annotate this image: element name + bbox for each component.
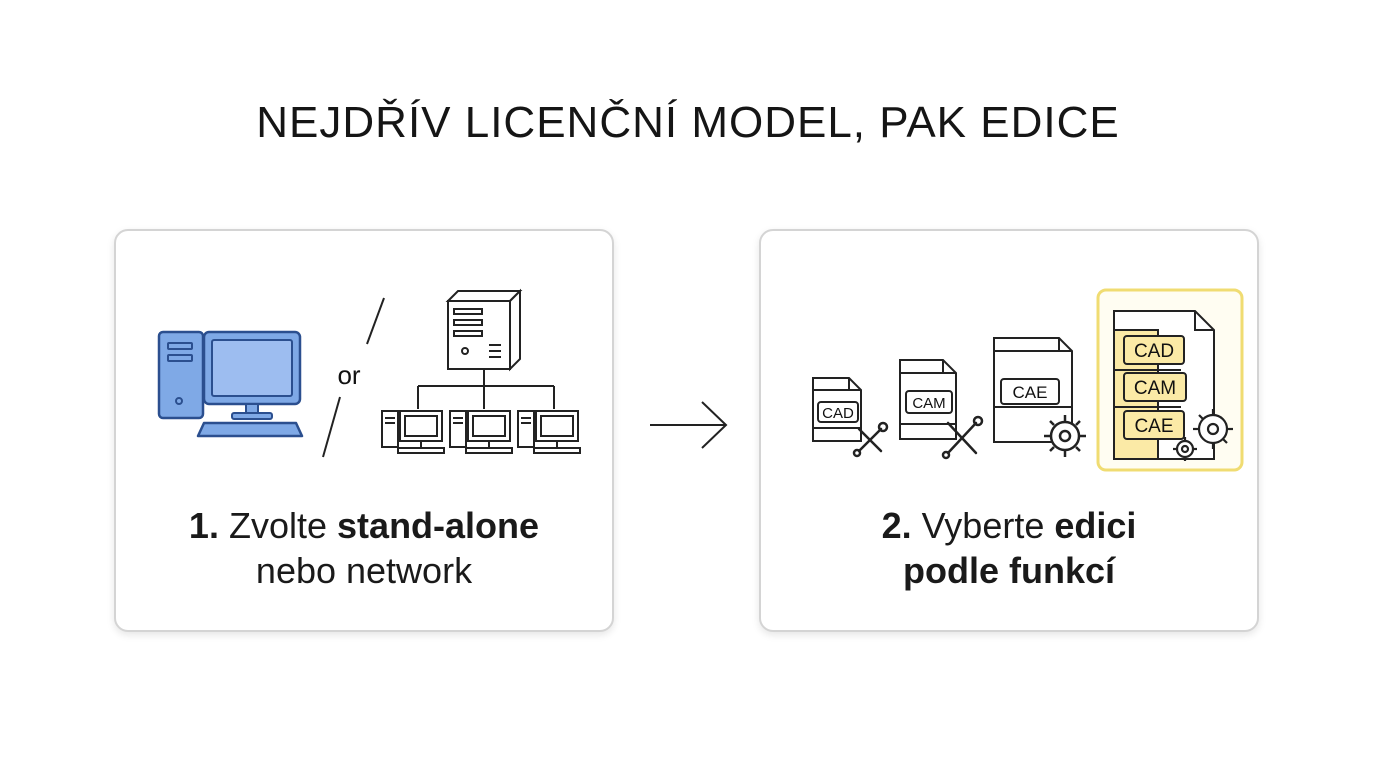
licensing-illustration: or	[157, 288, 581, 458]
step1-bold: stand-alone	[337, 505, 540, 546]
step2-bold-line1: edici	[1054, 505, 1137, 546]
wrench-screwdriver-icon	[941, 415, 984, 460]
edition-cad: CAD	[812, 377, 862, 442]
page-title: NEJDŘÍV LICENČNÍ MODEL, PAK EDICE	[256, 98, 1120, 147]
step2-bold-line2: podle funkcí	[902, 550, 1115, 591]
bundle-cad-label: CAD	[1134, 341, 1174, 362]
step2-card: CAD CAM	[759, 229, 1259, 632]
edition-cae-label: CAE	[1013, 383, 1048, 402]
step1-line2: nebo network	[255, 550, 473, 591]
edition-cad-label: CAD	[822, 405, 854, 422]
edition-cae: CAE	[993, 337, 1073, 443]
wrench-screwdriver-icon	[852, 421, 889, 458]
step2-lead: Vyberte	[921, 505, 1045, 546]
server-network-icon	[381, 288, 581, 454]
gears-icon	[1173, 409, 1233, 461]
step1-caption: 1. Zvolte stand-alone nebo network	[116, 503, 612, 593]
gear-icon	[1044, 415, 1086, 457]
step2-caption: 2. Vyberte edici podle funkcí	[761, 503, 1257, 593]
step1-number: 1.	[188, 505, 219, 546]
edition-cam-label: CAM	[912, 395, 945, 412]
editions-illustration: CAD CAM	[812, 288, 1244, 472]
step2-number: 2.	[881, 505, 912, 546]
bundle-cam-label: CAM	[1134, 378, 1176, 399]
or-label: or	[337, 360, 360, 390]
desktop-computer-icon	[157, 330, 304, 438]
edition-bundle-highlighted: CAD CAM CAE	[1096, 288, 1244, 472]
arrow-right-icon	[650, 401, 728, 449]
bundle-cae-label: CAE	[1134, 416, 1173, 437]
step1-lead: Zvolte	[228, 505, 328, 546]
step1-card: or	[114, 229, 614, 632]
edition-cam: CAM	[899, 359, 957, 440]
